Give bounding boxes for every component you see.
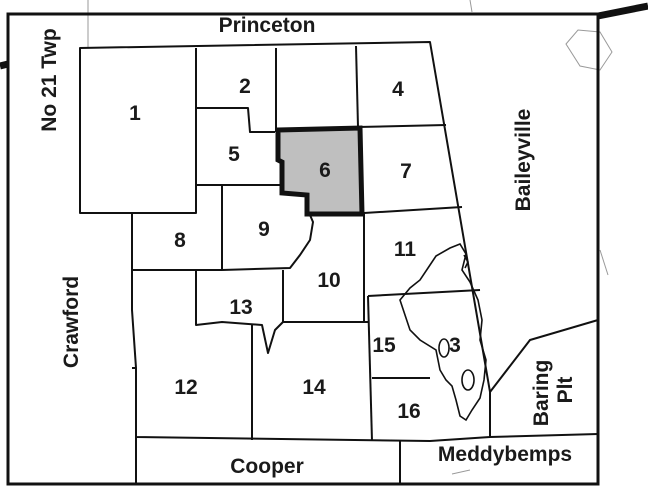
neighbor-label-baring-plt: Baring Plt xyxy=(530,354,577,426)
lot-boundaries xyxy=(79,41,599,484)
lake-outlines xyxy=(399,243,487,422)
lot-label-2: 2 xyxy=(239,75,251,98)
background-lines xyxy=(87,0,613,475)
lot-label-10: 10 xyxy=(317,269,340,292)
neighbor-label-no21twp: No 21 Twp xyxy=(38,28,61,131)
lot-label-3: 3 xyxy=(449,334,461,357)
lot-label-4: 4 xyxy=(392,78,404,101)
lot-label-5: 5 xyxy=(228,143,240,166)
neighbor-label-cooper: Cooper xyxy=(230,455,304,478)
lot-label-8: 8 xyxy=(174,229,186,252)
baring-plt-line-2: Plt xyxy=(554,377,577,404)
lot-label-7: 7 xyxy=(400,160,412,183)
neighbor-label-meddybemps: Meddybemps xyxy=(438,443,572,466)
lot-label-1: 1 xyxy=(129,102,141,125)
neighbor-label-crawford: Crawford xyxy=(60,276,83,368)
lot-label-14: 14 xyxy=(302,376,326,399)
lot-label-6: 6 xyxy=(319,159,331,182)
lot-6-highlight[interactable] xyxy=(275,125,365,217)
lot-label-13: 13 xyxy=(229,296,252,319)
lot-label-15: 15 xyxy=(372,334,396,357)
map-frame xyxy=(6,12,600,486)
lot-label-9: 9 xyxy=(258,218,270,241)
lot-label-16: 16 xyxy=(397,400,420,423)
neighbor-label-baileyville: Baileyville xyxy=(512,109,535,212)
neighbor-label-princeton: Princeton xyxy=(219,14,316,37)
baring-plt-line: Baring xyxy=(530,360,553,427)
lot-label-12: 12 xyxy=(174,376,197,399)
lot-label-11: 11 xyxy=(394,238,417,261)
